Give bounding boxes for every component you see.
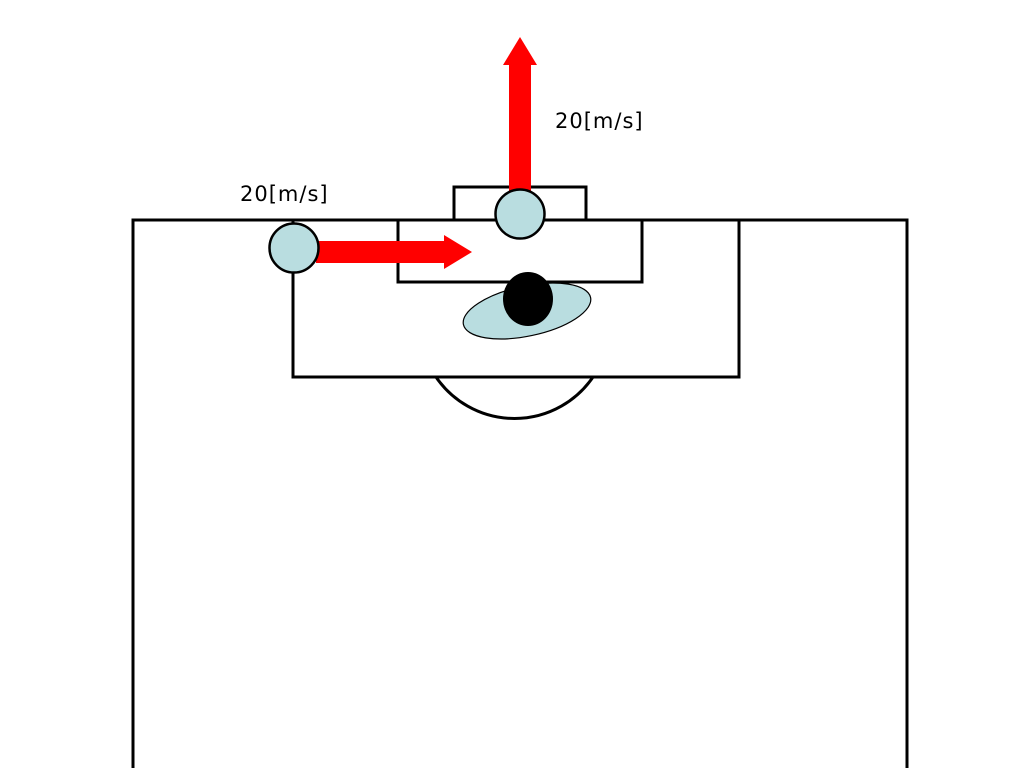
penalty-arc (434, 376, 595, 420)
velocity-arrow-up (503, 37, 537, 195)
ball (503, 272, 553, 326)
player-top (494, 188, 546, 240)
player-left (268, 222, 320, 274)
speed-label-left-player: 20[m/s] (240, 182, 329, 206)
speed-label-top-player: 20[m/s] (555, 109, 644, 133)
velocity-arrow-right (316, 235, 472, 269)
